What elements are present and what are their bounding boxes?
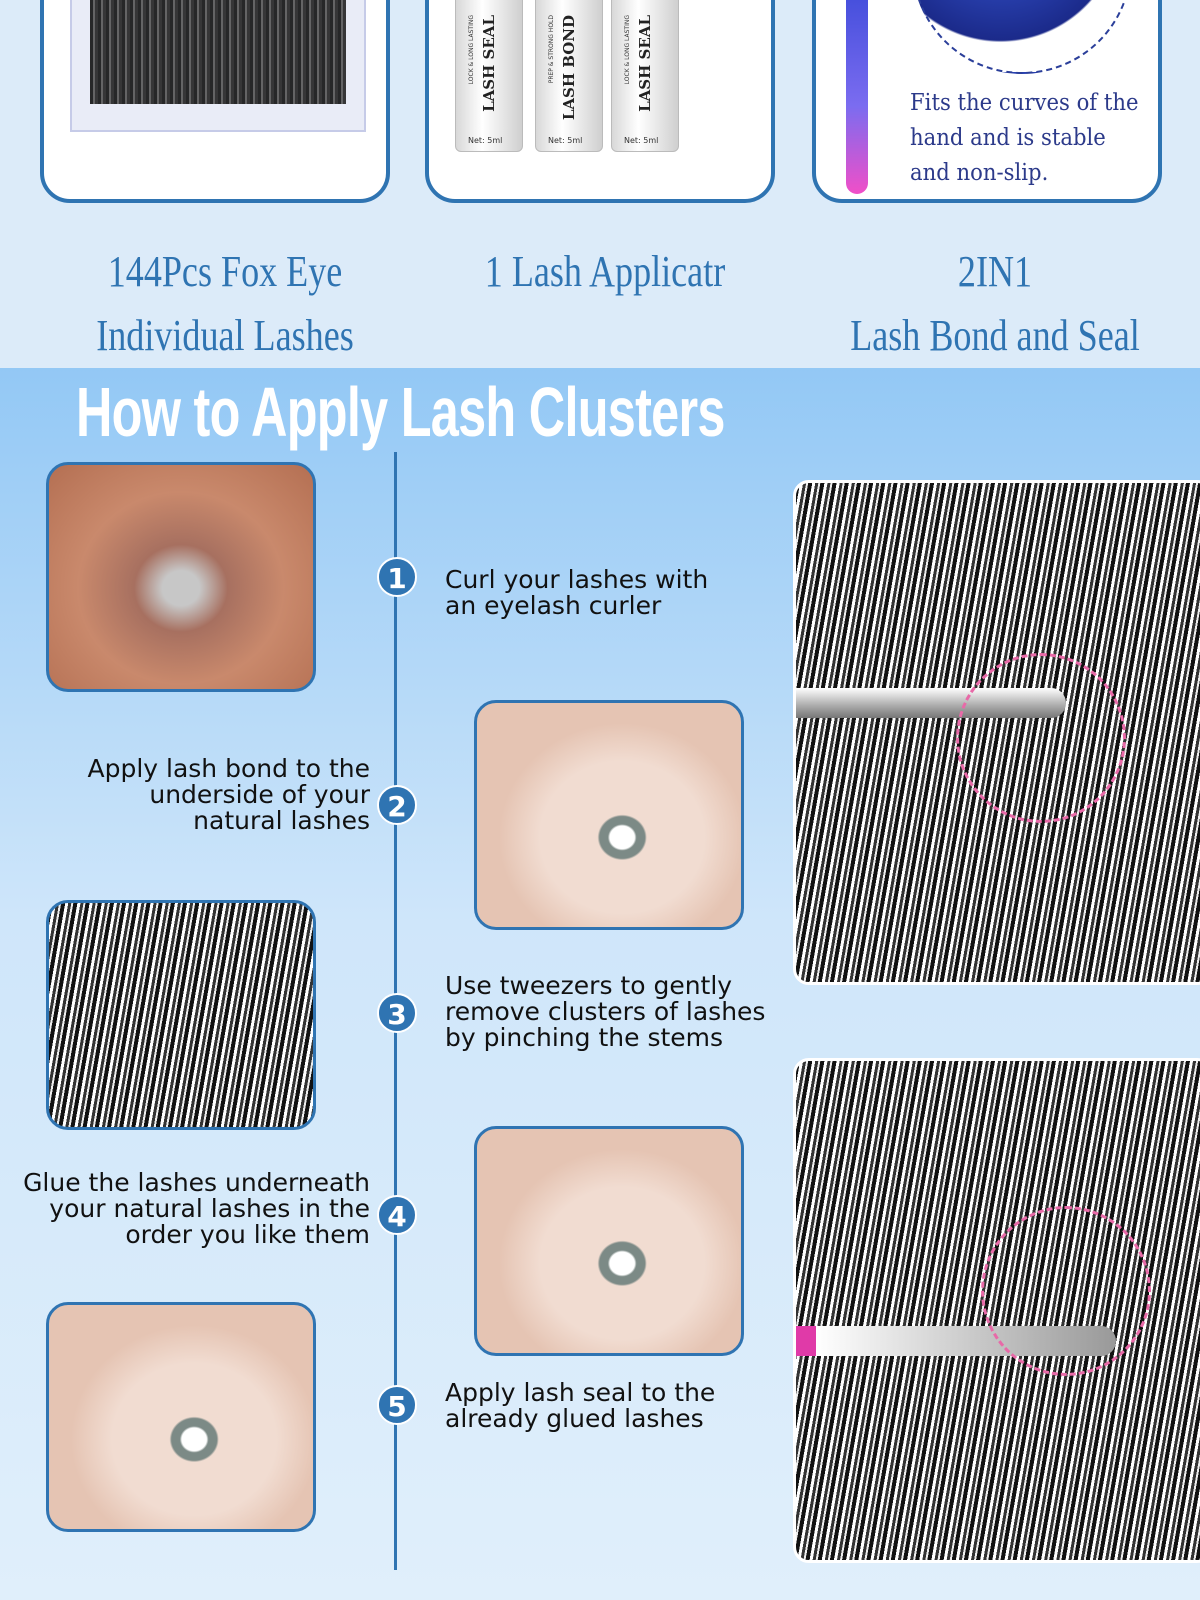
bottle-subtitle: PREP & STRONG HOLD — [548, 15, 555, 84]
step-5-number: 5 — [377, 1385, 417, 1425]
step-3-number: 3 — [377, 993, 417, 1033]
highlight-circle — [956, 653, 1126, 823]
bottle-subtitle: LOCK & LONG LASTING — [468, 15, 475, 85]
tweezer-image — [846, 0, 868, 194]
step-2-text: Apply lash bond to the underside of your… — [87, 754, 370, 835]
caption-applicator: 1 Lash Applicatr — [484, 247, 726, 296]
step-2-number: 2 — [377, 785, 417, 825]
product-card-applicator: Fits the curves of the hand and is stabl… — [812, 0, 1162, 203]
tweezer-place-photo — [793, 1058, 1200, 1563]
step-1-text: Curl your lashes with an eyelash curler — [445, 565, 709, 620]
applicator-note: Fits the curves of the hand and is stabl… — [910, 90, 1139, 186]
step-4-text: Glue the lashes underneath your natural … — [23, 1168, 370, 1249]
step-5-text: Apply lash seal to the already glued las… — [445, 1378, 716, 1433]
step-3-text: Use tweezers to gently remove clusters o… — [445, 971, 766, 1052]
step-1-photo — [46, 462, 316, 692]
lash-tray-image — [70, 0, 366, 132]
step-3-photo — [46, 900, 316, 1130]
tweezer-zoom-circle — [912, 0, 1132, 74]
highlight-circle — [981, 1206, 1151, 1376]
step-5-photo — [46, 1302, 316, 1532]
step-4-number: 4 — [377, 1195, 417, 1235]
section-title: How to Apply Lash Clusters — [76, 373, 725, 451]
step-2-photo — [474, 700, 744, 930]
product-card-lashes — [40, 0, 390, 203]
step-1-number: 1 — [377, 557, 417, 597]
bottle-subtitle: LOCK & LONG LASTING — [624, 15, 631, 85]
step-4-photo — [474, 1126, 744, 1356]
tweezer-pick-photo — [793, 480, 1200, 985]
